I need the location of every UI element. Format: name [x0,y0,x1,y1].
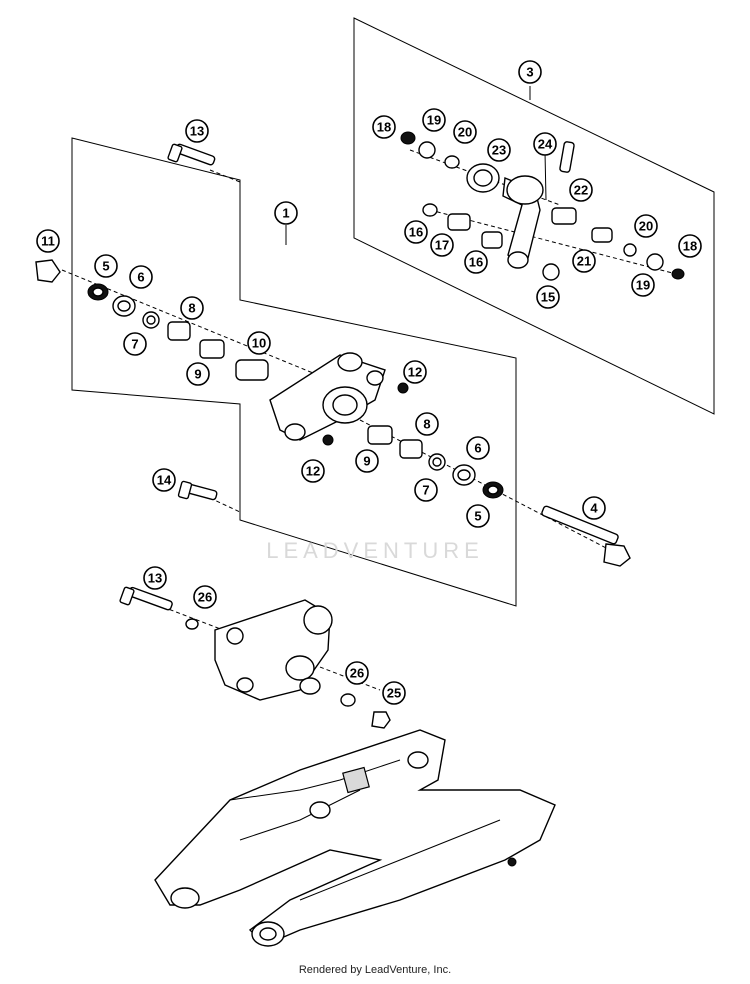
callout-5-left: 5 [94,254,118,278]
callout-19-right: 19 [631,273,655,297]
svg-text:7: 7 [422,483,429,498]
svg-text:4: 4 [590,501,598,516]
svg-text:12: 12 [306,464,320,479]
callout-4: 4 [582,496,606,520]
callout-19-left: 19 [422,108,446,132]
svg-text:13: 13 [190,124,204,139]
callout-1: 1 [274,201,298,225]
watermark: LEADVENTURE [266,538,484,563]
callout-9-right: 9 [355,449,379,473]
svg-text:19: 19 [427,113,441,128]
svg-text:6: 6 [137,270,144,285]
callout-24: 24 [533,132,557,156]
svg-text:5: 5 [474,509,481,524]
callout-22: 22 [569,178,593,202]
bolt-13-top [167,143,216,166]
callout-8-right: 8 [415,412,439,436]
callout-17: 17 [430,233,454,257]
bolt-13-lower [119,586,173,611]
callout-9-left: 9 [186,362,210,386]
svg-text:18: 18 [377,120,391,135]
callout-25: 25 [382,681,406,705]
callout-8-left: 8 [180,296,204,320]
callout-7-right: 7 [414,478,438,502]
svg-text:5: 5 [102,259,109,274]
callout-26-top: 26 [193,585,217,609]
svg-text:1: 1 [282,206,289,221]
rocker-link [269,352,409,446]
callout-6-right: 6 [466,436,490,460]
connecting-rod-assembly [400,131,685,281]
bearing-stack-left [35,259,269,381]
callout-13-top: 13 [185,119,209,143]
bearing-stack-right [367,425,504,499]
callout-20-right: 20 [634,214,658,238]
group-panel-3 [353,17,715,415]
callout-12-bottom: 12 [301,459,325,483]
svg-text:19: 19 [636,278,650,293]
group-panel-1 [71,137,517,607]
svg-text:9: 9 [194,367,201,382]
svg-text:11: 11 [41,234,55,249]
svg-text:6: 6 [474,441,481,456]
callout-18-left: 18 [372,115,396,139]
callout-23: 23 [487,138,511,162]
callout-14: 14 [152,468,176,492]
svg-text:25: 25 [387,686,401,701]
callout-20-left: 20 [453,120,477,144]
svg-text:3: 3 [526,65,533,80]
svg-text:13: 13 [148,571,162,586]
svg-text:14: 14 [157,473,172,488]
bolt-4 [541,505,631,567]
swingarm [154,729,556,947]
svg-text:24: 24 [538,137,553,152]
callout-16-right: 16 [464,250,488,274]
callout-6-left: 6 [129,265,153,289]
svg-text:20: 20 [639,219,653,234]
callout-12-top: 12 [403,360,427,384]
svg-text:12: 12 [408,365,422,380]
svg-text:26: 26 [198,590,212,605]
callout-13-lower: 13 [143,566,167,590]
svg-text:16: 16 [409,225,423,240]
svg-text:21: 21 [577,254,591,269]
callout-3: 3 [518,60,542,84]
svg-text:8: 8 [188,301,195,316]
bolt-14 [177,480,218,501]
callout-5-right: 5 [466,504,490,528]
svg-text:9: 9 [363,454,370,469]
svg-text:23: 23 [492,143,506,158]
svg-text:22: 22 [574,183,588,198]
callout-11: 11 [36,229,60,253]
svg-text:16: 16 [469,255,483,270]
svg-text:15: 15 [541,290,555,305]
svg-text:26: 26 [350,666,364,681]
callout-7-left: 7 [123,332,147,356]
assembled-linkage [185,599,391,729]
callout-16-left: 16 [404,220,428,244]
callout-21: 21 [572,249,596,273]
svg-text:17: 17 [435,238,449,253]
callout-15: 15 [536,285,560,309]
callout-18-right: 18 [678,234,702,258]
svg-text:7: 7 [131,337,138,352]
svg-text:18: 18 [683,239,697,254]
footer-credit: Rendered by LeadVenture, Inc. [298,964,452,976]
callout-10: 10 [247,331,271,355]
callout-26-bottom: 26 [345,661,369,685]
svg-text:10: 10 [252,336,266,351]
svg-text:20: 20 [458,125,472,140]
svg-text:8: 8 [423,417,430,432]
